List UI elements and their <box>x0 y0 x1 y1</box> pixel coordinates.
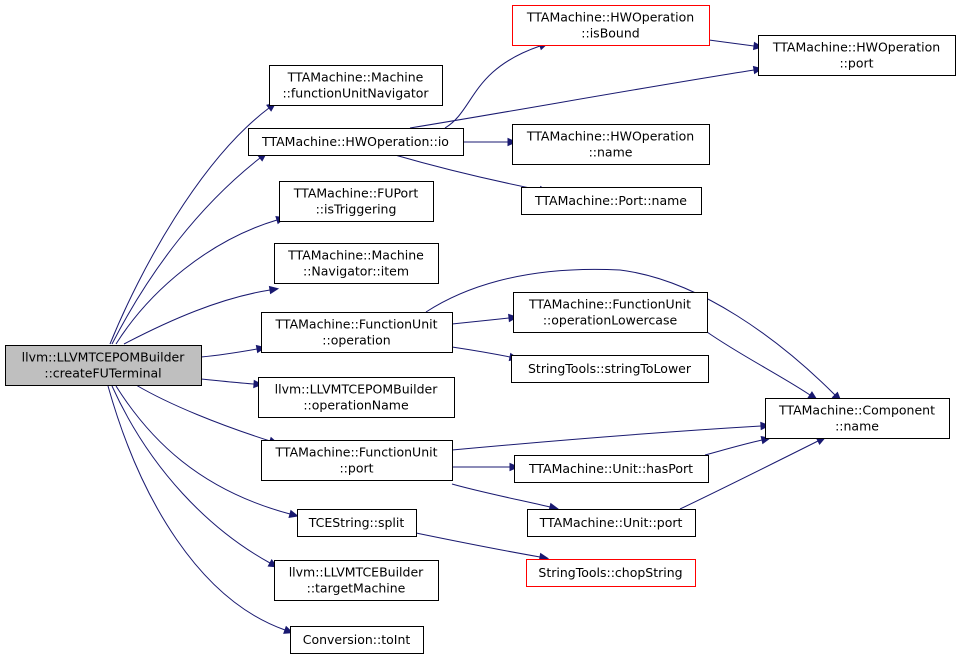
edge-hwIo-to-hwPort <box>409 65 764 129</box>
edge-isBound-to-hwPort <box>708 39 764 51</box>
node-split[interactable]: TCEString::split <box>297 509 417 537</box>
node-label-line: ::port <box>339 461 373 476</box>
node-label-line: TTAMachine::Component <box>778 403 935 418</box>
node-label-line: TTAMachine::Machine <box>287 70 424 85</box>
edge-root-to-toInt <box>107 385 294 634</box>
node-hwPort[interactable]: TTAMachine::HWOperation::port <box>758 35 956 76</box>
node-label-line: llvm::LLVMTCEPOMBuilder <box>275 382 439 397</box>
node-box <box>513 292 708 333</box>
node-opLower[interactable]: TTAMachine::FunctionUnit::operationLower… <box>513 292 708 333</box>
node-box <box>514 455 709 483</box>
node-label-line: TTAMachine::Port::name <box>534 193 687 208</box>
node-root[interactable]: llvm::LLVMTCEPOMBuilder::createFUTermina… <box>5 345 202 386</box>
node-label-line: ::isTriggering <box>316 202 397 217</box>
node-navItem[interactable]: TTAMachine::Machine::Navigator::item <box>274 243 439 284</box>
node-box <box>765 398 950 439</box>
node-box <box>512 5 710 46</box>
node-label-line: TTAMachine::FunctionUnit <box>275 445 438 460</box>
node-box <box>274 243 439 284</box>
node-box <box>297 509 417 537</box>
node-label-line: llvm::LLVMTCEBuilder <box>289 565 424 580</box>
node-label-line: TTAMachine::FunctionUnit <box>528 297 691 312</box>
node-label-line: TTAMachine::FUPort <box>293 186 419 201</box>
edge-split-to-chopString <box>415 532 550 562</box>
node-fuNavigator[interactable]: TTAMachine::Machine::functionUnitNavigat… <box>269 65 443 106</box>
node-isBound[interactable]: TTAMachine::HWOperation::isBound <box>512 5 710 46</box>
node-toInt[interactable]: Conversion::toInt <box>290 626 424 654</box>
node-label-line: ::isBound <box>581 26 639 41</box>
node-targetMachine[interactable]: llvm::LLVMTCEBuilder::targetMachine <box>274 560 439 601</box>
node-box <box>511 355 709 383</box>
node-box <box>261 440 453 481</box>
node-fuPort[interactable]: TTAMachine::FunctionUnit::port <box>261 440 453 481</box>
edge-fuOperation-to-opLower <box>451 313 519 325</box>
node-label-line: ::Navigator::item <box>303 264 409 279</box>
node-box <box>248 128 464 156</box>
edge-root-to-fuOperation <box>200 344 267 358</box>
edge-fuOperation-to-strLower <box>451 346 520 362</box>
edge-root-to-fuPort <box>135 384 279 445</box>
node-label-line: TTAMachine::HWOperation <box>772 40 940 55</box>
node-box <box>258 377 455 418</box>
node-label-line: ::operationLowercase <box>543 313 678 328</box>
node-label-line: TTAMachine::Machine <box>287 248 424 263</box>
node-portName[interactable]: TTAMachine::Port::name <box>521 187 702 215</box>
node-label-line: TTAMachine::FunctionUnit <box>275 317 438 332</box>
node-box <box>5 345 202 386</box>
node-label-line: TTAMachine::Unit::port <box>539 515 683 530</box>
nodes-layer: llvm::LLVMTCEPOMBuilder::createFUTermina… <box>5 5 956 654</box>
node-label-line: TTAMachine::HWOperation <box>526 129 694 144</box>
node-box <box>279 181 434 222</box>
node-box <box>521 187 702 215</box>
node-unitPort[interactable]: TTAMachine::Unit::port <box>527 509 696 537</box>
node-label-line: ::targetMachine <box>307 581 406 596</box>
edge-root-to-isTriggering <box>115 216 286 345</box>
edge-root-to-operationName <box>200 378 264 389</box>
node-compName[interactable]: TTAMachine::Component::name <box>765 398 950 439</box>
node-label-line: ::name <box>835 419 879 434</box>
node-label-line: Conversion::toInt <box>303 632 411 647</box>
edge-fuPort-to-hasPort <box>451 462 520 472</box>
node-box <box>269 65 443 106</box>
node-box <box>512 124 710 165</box>
node-box <box>261 312 453 353</box>
edge-hwIo-to-isBound <box>444 42 549 129</box>
node-label-line: TCEString::split <box>308 515 405 530</box>
node-label-line: ::name <box>589 145 633 160</box>
edge-root-to-split <box>115 385 299 518</box>
node-label-line: StringTools::stringToLower <box>528 361 692 376</box>
edge-root-to-hwIo <box>111 152 268 345</box>
edge-hwIo-to-hwName <box>463 137 518 147</box>
node-label-line: TTAMachine::Unit::hasPort <box>528 461 693 476</box>
edge-opLower-to-compName <box>706 331 818 401</box>
node-label-line: ::functionUnitNavigator <box>282 86 429 101</box>
edges-layer <box>107 39 842 634</box>
node-label-line: TTAMachine::HWOperation <box>526 10 694 25</box>
node-label-line: ::operationName <box>303 398 409 413</box>
edge-fuPort-to-unitPort <box>451 483 560 512</box>
node-label-line: StringTools::chopString <box>538 565 682 580</box>
node-label-line: TTAMachine::HWOperation::io <box>261 134 449 149</box>
node-hasPort[interactable]: TTAMachine::Unit::hasPort <box>514 455 709 483</box>
edge-root-to-navItem <box>123 285 280 345</box>
node-hwName[interactable]: TTAMachine::HWOperation::name <box>512 124 710 165</box>
node-box <box>290 626 424 654</box>
edge-hasPort-to-compName <box>704 435 772 456</box>
node-label-line: llvm::LLVMTCEPOMBuilder <box>22 350 186 365</box>
node-isTriggering[interactable]: TTAMachine::FUPort::isTriggering <box>279 181 434 222</box>
node-chopString[interactable]: StringTools::chopString <box>526 559 696 587</box>
node-strLower[interactable]: StringTools::stringToLower <box>511 355 709 383</box>
node-operationName[interactable]: llvm::LLVMTCEPOMBuilder::operationName <box>258 377 455 418</box>
node-label-line: ::port <box>839 56 873 71</box>
edge-fuPort-to-compName <box>451 421 771 451</box>
node-hwIo[interactable]: TTAMachine::HWOperation::io <box>248 128 464 156</box>
node-box <box>758 35 956 76</box>
node-box <box>527 509 696 537</box>
node-label-line: ::operation <box>322 333 390 348</box>
node-box <box>274 560 439 601</box>
node-fuOperation[interactable]: TTAMachine::FunctionUnit::operation <box>261 312 453 353</box>
node-label-line: ::createFUTerminal <box>44 366 161 381</box>
node-box <box>526 559 696 587</box>
